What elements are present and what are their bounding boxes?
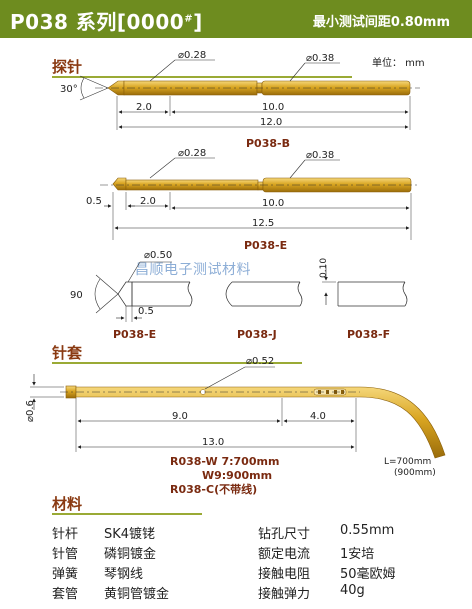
probe-e-tip-diameter: ⌀0.28 [178,148,206,159]
probe-b-dim-body: 10.0 [262,102,284,113]
material-row: 套管黄铜管镀金 [52,587,170,602]
probe-e-dim-total: 12.5 [252,218,274,229]
section-divider-tube [52,362,302,364]
probe-e-dim-head: 0.5 [86,196,102,207]
tube-dim-b: 4.0 [310,411,326,422]
probe-e-body-diameter: ⌀0.38 [306,150,334,161]
tube-model-line3: R038-C(不带线) [170,482,257,496]
tube-model-line2: W9:900mm [202,469,272,482]
watermark-text: 昌顺电子测试材料 [135,262,251,278]
tube-drawing: ⌀0.52 ⌀0.6 9.0 4.0 13.0 R038-W 7:700mm W… [25,356,446,496]
probe-e-dim-body: 10.0 [262,198,284,209]
section-divider-probe [52,76,352,78]
tube-hole-diameter: ⌀0.52 [246,356,274,367]
probe-b-dim-total: 12.0 [260,117,282,128]
tube-dim-a: 9.0 [172,411,188,422]
material-row: 弹簧琴钢线 [52,567,144,582]
tube-dim-total: 13.0 [202,437,224,448]
section-title-probe: 探针 [52,58,83,76]
tip-label-f: P038-F [347,328,390,341]
section-title-material: 材料 [52,495,83,513]
probe-e-model: P038-E [244,239,287,252]
tip-label-e: P038-E [113,328,156,341]
tip-e-length: 0.5 [138,306,154,317]
tube-model-line1: R038-W 7:700mm [170,455,279,468]
tip-e-diameter: ⌀0.50 [144,250,172,261]
material-row: 针管磷铜镀金 [52,547,157,562]
unit-label: 单位： mm [372,56,425,69]
probe-e-drawing: ⌀0.28 ⌀0.38 0.5 2.0 10.0 12.5 P038-E [86,148,420,252]
probe-b-angle-label: 30° [60,84,78,95]
tip-details: 90 ⌀0.50 0.5 0.10 P038-E P038-J P038-F [70,250,408,341]
header-bar: P038 系列[0000#] 最小测试间距0.80mm [0,0,472,38]
tube-length-note: L=700mm [384,457,431,467]
probe-b-drawing: 30° ⌀0.28 ⌀0.38 单位： mm 2.0 10.0 12.0 P03… [60,50,425,150]
probe-b-model: P038-B [246,137,290,150]
page-title: P038 系列[0000#] [10,10,203,34]
section-divider-material [52,513,202,515]
tip-label-j: P038-J [237,328,277,341]
section-title-tube: 针套 [52,344,83,362]
tip-f-dimension: 0.10 [319,258,329,278]
probe-b-body-diameter: ⌀0.38 [306,53,334,64]
probe-b-dim-tip: 2.0 [136,102,152,113]
page-subtitle: 最小测试间距0.80mm [312,15,450,30]
tip-e-angle-label: 90 [70,290,83,301]
tube-outer-diameter: ⌀0.6 [25,400,36,422]
tube-length-note-alt: (900mm) [394,468,436,478]
probe-b-tip-diameter: ⌀0.28 [178,50,206,61]
probe-e-dim-tip: 2.0 [140,196,156,207]
